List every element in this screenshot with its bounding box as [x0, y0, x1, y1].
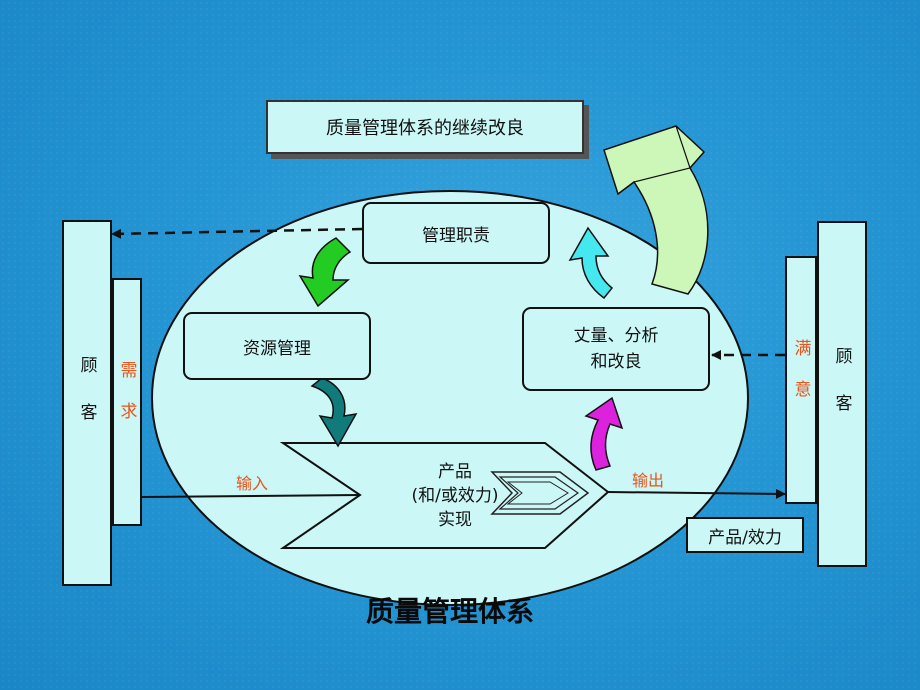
- product-line3: 实现: [438, 510, 472, 530]
- customer-left-label: 顾客: [76, 356, 97, 450]
- measurement-analysis-line2: 和改良: [590, 352, 642, 372]
- customer-right-box: 顾客: [817, 221, 867, 567]
- satisfaction-label: 满意: [790, 339, 811, 421]
- resource-management-box: 资源管理: [183, 312, 371, 380]
- green-curved-arrow: [298, 237, 352, 308]
- customer-right-label: 顾客: [831, 347, 852, 441]
- continuous-improvement-label: 质量管理体系的继续改良: [326, 118, 524, 139]
- product-realization-text: 产品 (和/或效力) 实现: [380, 460, 530, 532]
- needs-label: 需求: [116, 361, 137, 443]
- output-arrow-line: [607, 488, 786, 499]
- continuous-improvement-box: 质量管理体系的继续改良: [266, 100, 584, 154]
- cyan-curved-arrow: [568, 226, 614, 300]
- inner-chevron-icon-2: [498, 476, 580, 510]
- product-output-box: 产品/效力: [686, 517, 804, 553]
- product-line1: 产品: [438, 462, 472, 482]
- improvement-curved-arrow: [603, 125, 709, 295]
- input-label: 输入: [236, 474, 269, 493]
- satisfaction-box: 满意: [785, 256, 817, 504]
- measurement-analysis-line1: 丈量、分析: [573, 326, 659, 346]
- inner-chevron-icon: [490, 471, 590, 515]
- management-duty-label: 管理职责: [422, 225, 490, 246]
- product-realization-shape: [279, 442, 610, 549]
- output-label: 输出: [632, 471, 665, 490]
- teal-curved-arrow: [310, 377, 358, 448]
- customer-left-box: 顾客: [62, 220, 112, 586]
- measurement-analysis-box: 丈量、分析 和改良: [522, 307, 710, 391]
- magenta-curved-arrow: [584, 396, 624, 471]
- main-title: 质量管理体系: [365, 595, 534, 628]
- input-arrow-line: [141, 494, 361, 498]
- dashed-arrow-to-left-customer: [111, 227, 363, 239]
- needs-box: 需求: [112, 278, 142, 526]
- product-output-label: 产品/效力: [708, 527, 782, 548]
- inner-chevron-icon-3: [506, 481, 569, 505]
- product-line2: (和/或效力): [411, 486, 499, 506]
- improvement-arrow-fold: [617, 125, 691, 195]
- resource-management-label: 资源管理: [243, 338, 311, 359]
- management-duty-box: 管理职责: [362, 202, 550, 264]
